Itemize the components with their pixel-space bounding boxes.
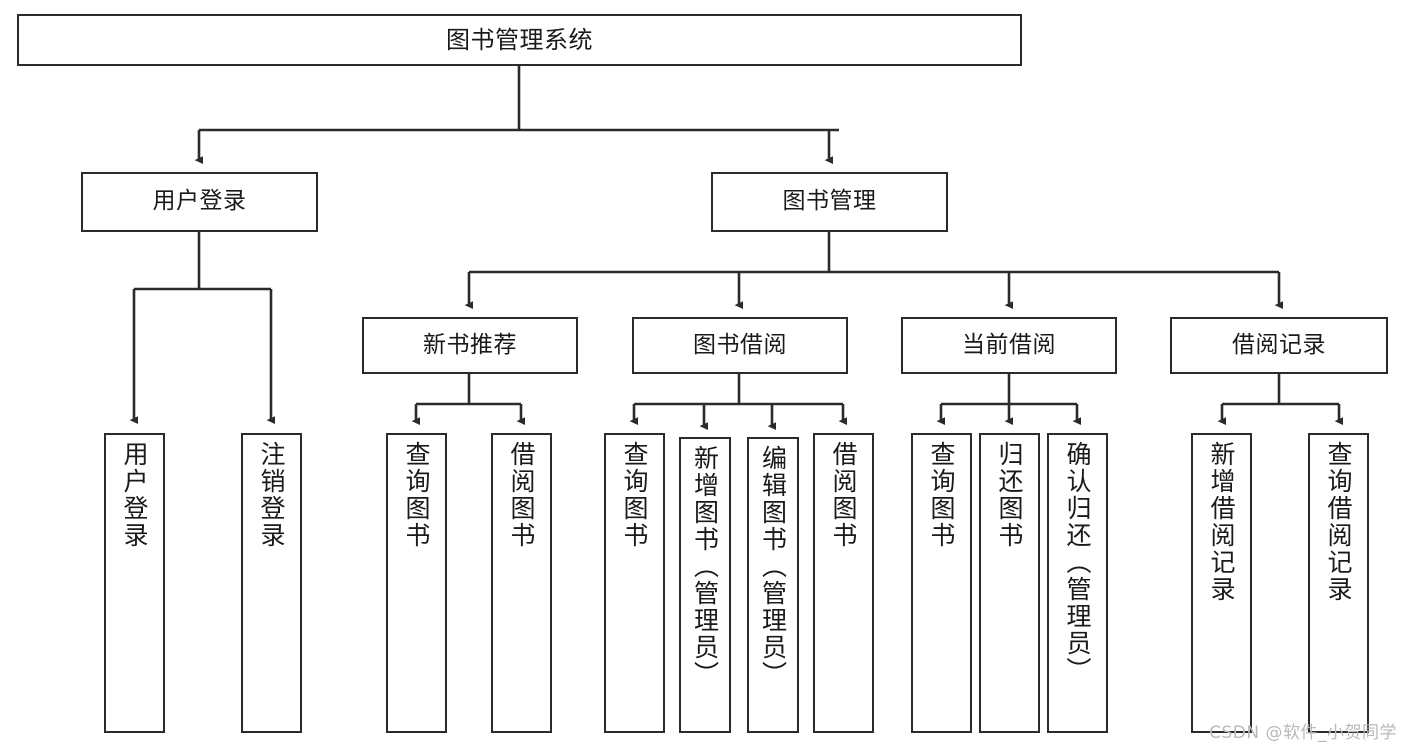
node-user-login-label: 用户登录 (152, 188, 247, 215)
node-leaf-add-borrow-record[interactable]: 新增借阅记录 (1191, 433, 1252, 733)
node-leaf-confirm-return-label: 确认归还（管理员） (1063, 441, 1092, 684)
node-book-management[interactable]: 图书管理 (711, 172, 948, 232)
node-book-borrow[interactable]: 图书借阅 (632, 317, 848, 374)
node-leaf-add-borrow-record-label: 新增借阅记录 (1207, 441, 1236, 603)
node-leaf-borrow-book-borrow-label: 借阅图书 (829, 441, 858, 549)
node-leaf-edit-book[interactable]: 编辑图书（管理员） (747, 437, 799, 733)
node-leaf-borrow-book-recommend[interactable]: 借阅图书 (491, 433, 552, 733)
node-borrow-record-label: 借阅记录 (1232, 331, 1326, 358)
node-leaf-query-book-recommend[interactable]: 查询图书 (386, 433, 447, 733)
node-leaf-add-book[interactable]: 新增图书（管理员） (679, 437, 731, 733)
node-leaf-confirm-return[interactable]: 确认归还（管理员） (1047, 433, 1108, 733)
node-leaf-query-borrow-record-label: 查询借阅记录 (1324, 441, 1353, 603)
node-leaf-user-login-label: 用户登录 (120, 441, 149, 549)
node-root-system[interactable]: 图书管理系统 (17, 14, 1022, 66)
node-leaf-borrow-book-borrow[interactable]: 借阅图书 (813, 433, 874, 733)
node-leaf-borrow-book-recommend-label: 借阅图书 (507, 441, 536, 549)
node-leaf-add-book-label: 新增图书（管理员） (690, 445, 720, 688)
node-root-system-label: 图书管理系统 (446, 25, 593, 54)
node-leaf-query-book-current-label: 查询图书 (927, 441, 956, 549)
node-borrow-record[interactable]: 借阅记录 (1170, 317, 1388, 374)
node-book-management-label: 图书管理 (782, 188, 877, 215)
node-leaf-query-book-borrow[interactable]: 查询图书 (604, 433, 665, 733)
node-leaf-return-book-label: 归还图书 (995, 441, 1024, 549)
node-new-book-recommend[interactable]: 新书推荐 (362, 317, 578, 374)
node-user-login[interactable]: 用户登录 (81, 172, 318, 232)
node-current-borrow-label: 当前借阅 (962, 331, 1056, 358)
node-book-borrow-label: 图书借阅 (693, 331, 787, 358)
node-leaf-query-borrow-record[interactable]: 查询借阅记录 (1308, 433, 1369, 733)
node-leaf-edit-book-label: 编辑图书（管理员） (758, 445, 788, 688)
node-current-borrow[interactable]: 当前借阅 (901, 317, 1117, 374)
node-leaf-query-book-current[interactable]: 查询图书 (911, 433, 972, 733)
node-leaf-query-book-borrow-label: 查询图书 (620, 441, 649, 549)
node-leaf-query-book-recommend-label: 查询图书 (402, 441, 431, 549)
node-leaf-user-login[interactable]: 用户登录 (104, 433, 165, 733)
node-leaf-user-logout[interactable]: 注销登录 (241, 433, 302, 733)
node-new-book-recommend-label: 新书推荐 (423, 331, 517, 358)
node-leaf-user-logout-label: 注销登录 (257, 441, 286, 549)
node-leaf-return-book[interactable]: 归还图书 (979, 433, 1040, 733)
